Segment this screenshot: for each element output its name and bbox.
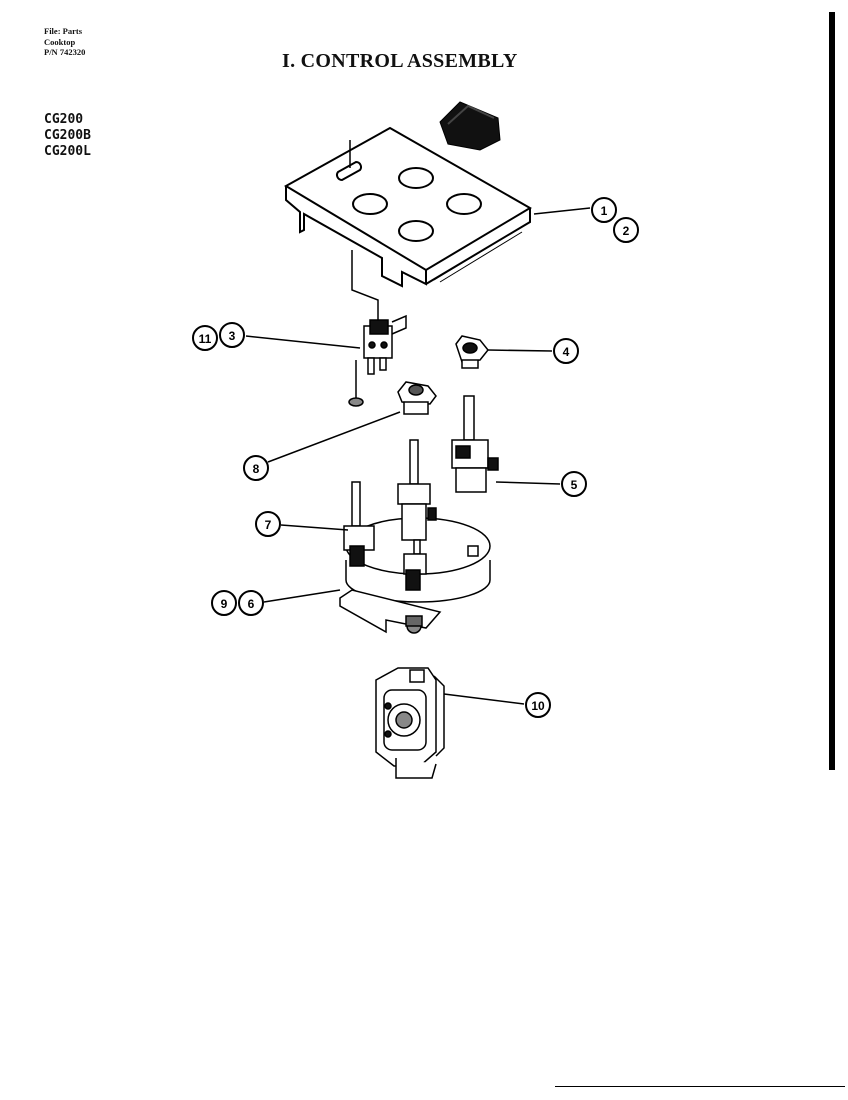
callout-10: 10 xyxy=(525,692,551,718)
page-title: I. CONTROL ASSEMBLY xyxy=(282,50,518,72)
callout-label: 1 xyxy=(601,204,608,218)
ignition-switch xyxy=(348,314,407,407)
callout-8: 8 xyxy=(243,455,269,481)
leader-lines xyxy=(245,207,591,705)
callout-label: 5 xyxy=(571,478,578,492)
file-info-line: File: Parts xyxy=(44,26,82,36)
model-list: CG200 CG200B CG200L xyxy=(44,112,91,160)
callout-label: 11 xyxy=(199,332,212,346)
callout-label: 4 xyxy=(563,345,570,359)
model-number: CG200L xyxy=(44,144,91,159)
callout-label: 3 xyxy=(229,329,236,343)
control-panel xyxy=(284,126,532,288)
callout-11: 11 xyxy=(192,325,218,351)
callout-1: 1 xyxy=(591,197,617,223)
callout-label: 7 xyxy=(265,518,272,532)
valve-part-5 xyxy=(451,395,499,493)
callout-label: 2 xyxy=(623,224,630,238)
model-number: CG200 xyxy=(44,112,84,127)
file-info-line: Cooktop xyxy=(44,36,76,47)
wire xyxy=(351,250,379,400)
callout-label: 9 xyxy=(221,597,228,611)
valve-manifold xyxy=(339,439,491,634)
bottom-rule xyxy=(555,1086,845,1087)
gas-regulator xyxy=(375,667,445,779)
callout-label: 6 xyxy=(248,597,255,611)
callout-label: 8 xyxy=(253,462,260,476)
callout-9: 9 xyxy=(211,590,237,616)
model-number: CG200B xyxy=(44,128,91,143)
page-edge-bar xyxy=(829,12,835,770)
switch-part-4 xyxy=(455,335,489,369)
control-knob xyxy=(439,101,501,151)
switch-part-8 xyxy=(397,381,437,415)
callout-7: 7 xyxy=(255,511,281,537)
callout-6: 6 xyxy=(238,590,264,616)
file-info-line: P/N 742320 xyxy=(44,47,86,57)
callout-5: 5 xyxy=(561,471,587,497)
callout-3: 3 xyxy=(219,322,245,348)
file-info: File: Parts Cooktop P/N 742320 xyxy=(44,26,85,58)
callout-4: 4 xyxy=(553,338,579,364)
callout-2: 2 xyxy=(613,217,639,243)
callout-label: 10 xyxy=(531,699,545,713)
